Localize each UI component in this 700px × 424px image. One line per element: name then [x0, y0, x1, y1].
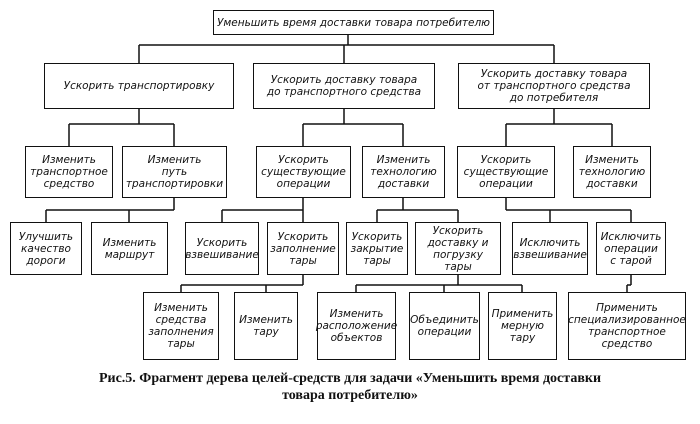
- node-exclude-weighing: Исключить взвешивание: [512, 222, 588, 275]
- node-speed-weighing: Ускорить взвешивание: [185, 222, 259, 275]
- node-speed-up-transport: Ускорить транспортировку: [44, 63, 234, 109]
- node-speed-from-vehicle: Ускорить доставку товара от транспортног…: [458, 63, 650, 109]
- node-root: Уменьшить время доставки товара потребит…: [213, 10, 494, 35]
- node-change-layout: Изменить расположение объектов: [316, 292, 397, 360]
- node-change-delivery-tech-a: Изменить технологию доставки: [362, 146, 445, 198]
- node-speed-existing-ops-a: Ускорить существующие операции: [256, 146, 351, 198]
- node-speed-filling: Ускорить заполнение тары: [267, 222, 339, 275]
- node-use-measured-container: Применить мерную тару: [488, 292, 557, 360]
- node-speed-existing-ops-b: Ускорить существующие операции: [457, 146, 555, 198]
- node-change-route: Изменить маршрут: [91, 222, 168, 275]
- node-change-filling-means: Изменить средства заполнения тары: [143, 292, 219, 360]
- node-exclude-container-ops: Исключить операции с тарой: [596, 222, 666, 275]
- node-use-specialized-vehicle: Применить специализированное транспортно…: [568, 292, 686, 360]
- node-speed-closing: Ускорить закрытие тары: [346, 222, 408, 275]
- node-change-route-path: Изменить путь транспортировки: [122, 146, 227, 198]
- node-change-vehicle: Изменить транспортное средство: [25, 146, 113, 198]
- figure-caption: Рис.5. Фрагмент дерева целей-средств для…: [98, 371, 602, 403]
- node-change-container: Изменить тару: [234, 292, 298, 360]
- node-improve-road: Улучшить качество дороги: [10, 222, 82, 275]
- node-change-delivery-tech-b: Изменить технологию доставки: [573, 146, 651, 198]
- node-speed-loading: Ускорить доставку и погрузку тары: [415, 222, 501, 275]
- node-combine-operations: Объединить операции: [409, 292, 480, 360]
- node-speed-to-vehicle: Ускорить доставку товара до транспортног…: [253, 63, 435, 109]
